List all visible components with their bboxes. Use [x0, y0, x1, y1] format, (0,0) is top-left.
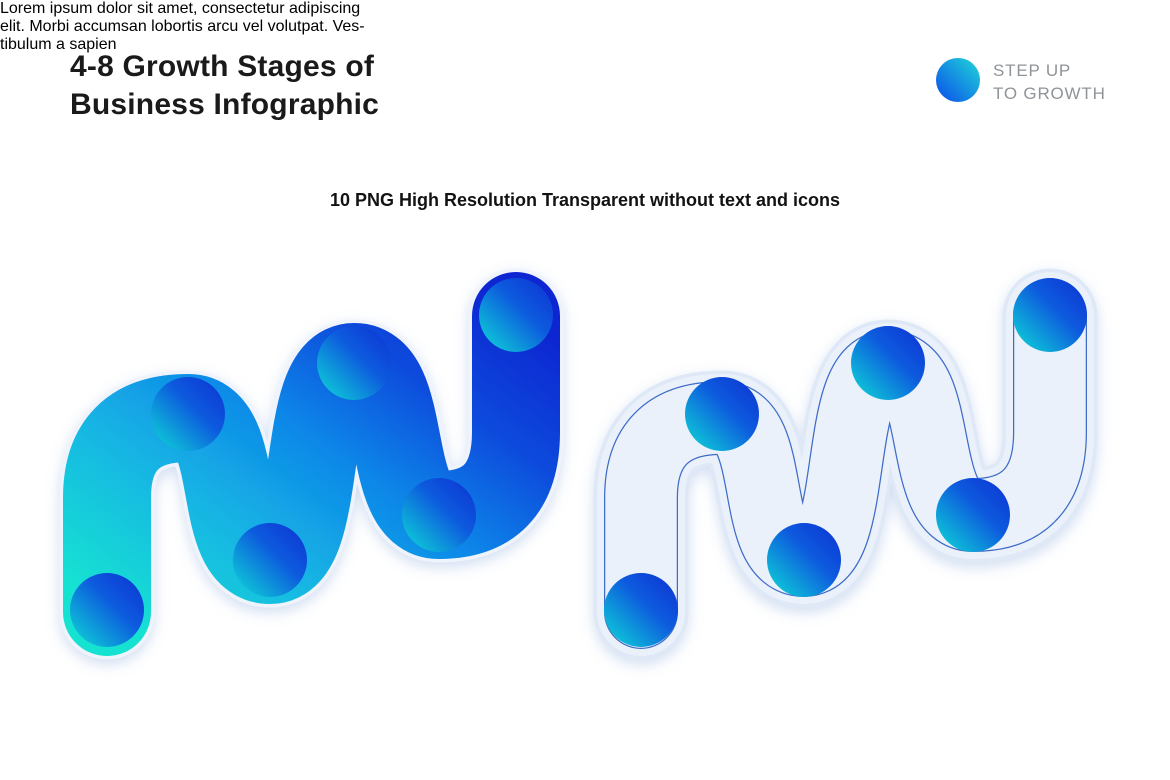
description-line3: tibulum a sapien [0, 36, 117, 53]
stage-circle [70, 573, 144, 647]
stage-circle [936, 478, 1010, 552]
stage-circle [604, 573, 678, 647]
growth-wave-outline [604, 278, 1087, 647]
brand-logo-line2: TO GROWTH [993, 84, 1106, 103]
stage-circle [479, 278, 553, 352]
growth-wave-filled [70, 278, 553, 647]
description-line2: elit. Morbi accumsan lobortis arcu vel v… [0, 18, 365, 35]
stage-circle [233, 523, 307, 597]
brand-logo-line1: STEP UP [993, 61, 1072, 80]
page-title: 4-8 Growth Stages of Business Infographi… [70, 48, 379, 124]
stage-circle [402, 478, 476, 552]
stage-circle [851, 326, 925, 400]
stage-circle [685, 377, 759, 451]
gradient-sphere-icon [936, 58, 980, 102]
stage-circle [767, 523, 841, 597]
subtitle: 10 PNG High Resolution Transparent witho… [329, 190, 841, 210]
page-title-line1: 4-8 Growth Stages of [70, 50, 375, 83]
description-line1: Lorem ipsum dolor sit amet, consectetur … [0, 0, 361, 17]
page-title-line2: Business Infographic [70, 88, 380, 121]
stage-circle [151, 377, 225, 451]
stage-circle [317, 326, 391, 400]
brand-logo: STEP UP TO GROWTH [936, 58, 1106, 105]
stage-circle [1013, 278, 1087, 352]
brand-logo-text: STEP UP TO GROWTH [993, 59, 1106, 105]
